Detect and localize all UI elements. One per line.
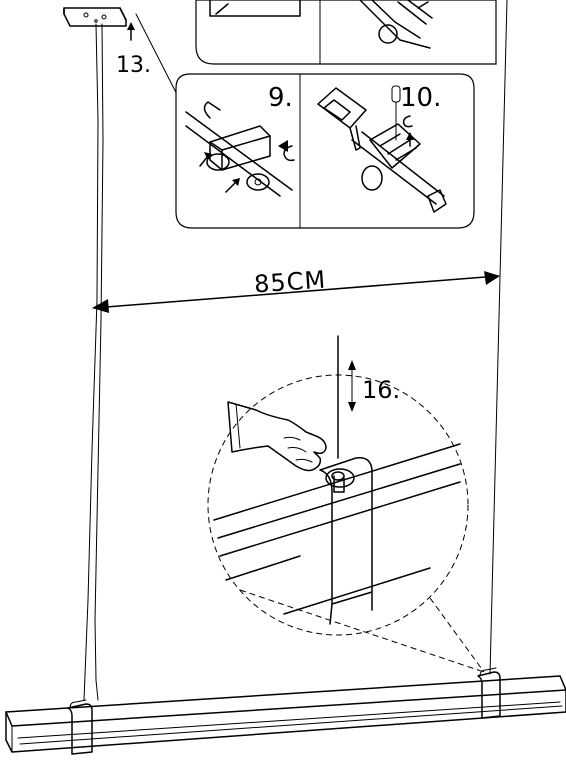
- dimension-line: [92, 271, 500, 313]
- up-arrow-icon: [127, 22, 135, 41]
- left-suspension-cable: [83, 23, 104, 701]
- top-detail-panel: [195, 0, 497, 65]
- step-13-label: 13.: [116, 53, 151, 78]
- steps-9-10-panel: 9. 10.: [175, 73, 475, 229]
- ceiling-canopy: [63, 7, 127, 27]
- step-16-label: 16.: [362, 376, 400, 404]
- step-9-drawing: [185, 101, 295, 197]
- step-9-label: 9.: [268, 83, 293, 113]
- step-10-drawing: [317, 85, 447, 213]
- detail-drawing: [213, 335, 461, 625]
- detail-callout: [207, 374, 485, 673]
- dimension-label: 85CM: [253, 266, 327, 299]
- right-suspension-cable: [489, 0, 508, 675]
- luminaire-profile: [5, 667, 566, 755]
- step-10-label: 10.: [400, 83, 441, 113]
